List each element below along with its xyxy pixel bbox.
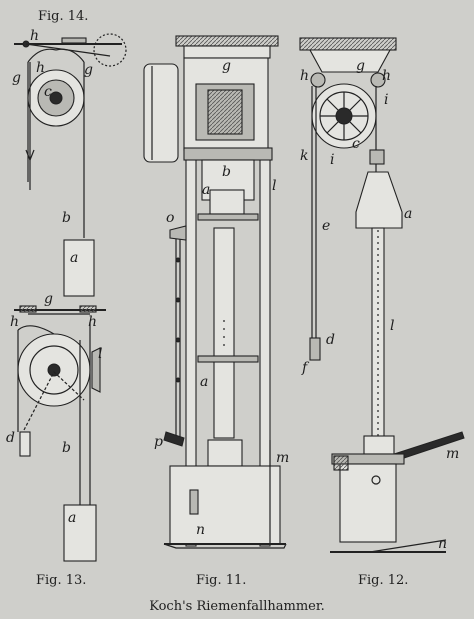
label-d-fig13: d <box>6 430 15 446</box>
label-a-fig12: a <box>404 206 412 222</box>
label-h-fig14-mid: h <box>36 60 45 76</box>
figure-12-diagram: g h h i k i c a e l d f m n Fig. 12. <box>299 37 465 588</box>
label-i-fig12-mid: i <box>330 152 334 168</box>
label-i-fig12-top: i <box>384 92 388 108</box>
plate-caption: Koch's Riemenfallhammer. <box>149 599 325 614</box>
label-c-fig14: c <box>44 84 52 100</box>
label-g-fig11: g <box>222 58 231 74</box>
label-g-fig13: g <box>44 291 53 307</box>
label-g-fig14-left: g <box>12 70 21 86</box>
label-f-fig12: f <box>301 360 310 376</box>
label-m-fig11: m <box>276 450 289 466</box>
figure-11-title: Fig. 11. <box>196 573 246 588</box>
label-a-fig14: a <box>70 250 78 266</box>
label-m-fig12: m <box>446 446 459 462</box>
label-b-fig14: b <box>62 210 71 226</box>
label-b-fig11: b <box>222 164 231 180</box>
figure-13-diagram: a g h h l d b Fig. 13. <box>6 291 106 588</box>
label-k-fig12: k <box>300 148 308 164</box>
label-b-fig13: b <box>62 440 71 456</box>
label-h-fig13-right: h <box>88 314 97 330</box>
figure-14-diagram: Fig. 14. a h g h g c b <box>12 9 127 297</box>
label-d-fig12: d <box>326 332 335 348</box>
label-o-fig11: o <box>166 210 174 226</box>
label-h-fig13-left: h <box>10 314 19 330</box>
label-l-fig12: l <box>390 318 394 334</box>
label-a-fig11-guide: a <box>200 374 208 390</box>
figure-13-title: Fig. 13. <box>36 573 86 588</box>
label-l-fig13: l <box>98 346 102 362</box>
label-a-fig11-ram: a <box>202 182 210 198</box>
figure-12-title: Fig. 12. <box>358 573 408 588</box>
label-n-fig12: n <box>438 536 447 552</box>
label-h-fig14-top: h <box>30 28 39 44</box>
label-g-fig12: g <box>356 58 365 74</box>
label-h-fig12-left: h <box>300 68 309 84</box>
label-c-fig12: c <box>352 136 360 152</box>
label-g-fig14-right: g <box>84 62 93 78</box>
figure-11-diagram: g b a l o a p m n Fig. 11. <box>143 35 289 588</box>
label-l-fig11: l <box>272 178 276 194</box>
label-a-fig13: a <box>68 510 76 526</box>
label-n-fig11: n <box>196 522 205 538</box>
label-p-fig11: p <box>154 434 163 450</box>
figure-14-title: Fig. 14. <box>38 9 88 24</box>
label-h-fig12-right: h <box>382 68 391 84</box>
label-e-fig12: e <box>322 218 330 234</box>
